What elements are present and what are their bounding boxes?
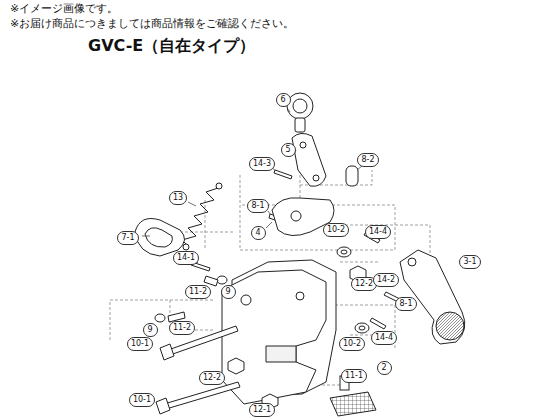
callout-number: 2 [377,361,392,375]
diagram-title: GVC-E（自在タイプ） [88,37,255,55]
callout-number: 8-1 [247,199,268,213]
callout-number: 14-4 [365,225,391,239]
callout-number: 14-1 [173,251,199,265]
parts [135,93,465,416]
callout-number: 10-2 [323,223,349,237]
callout-number: 8-2 [357,153,378,167]
callout-number: 14-4 [371,331,397,345]
callout-number: 8-1 [395,297,416,311]
callout-number: 9 [143,323,158,337]
callout-number: 7-1 [117,231,138,245]
callout-number: 10-2 [339,337,365,351]
callout-number: 9 [221,285,236,299]
callout-number: 10-1 [127,337,153,351]
callout-number: 11-2 [169,321,195,335]
callout-number: 14-3 [249,157,275,171]
callout-number: 14-2 [373,273,399,287]
callout-number: 6 [276,93,291,107]
callout-number: 11-2 [185,285,211,299]
callout-number: 3-1 [459,255,480,269]
callout-number: 10-1 [129,393,155,407]
callout-number: 13 [169,191,187,205]
callout-number: 11-1 [341,369,367,383]
leader-lines [142,108,362,264]
callout-number: 4 [251,226,266,240]
callout-number: 5 [281,143,296,157]
callout-number: 12-1 [249,403,275,417]
callout-number: 12-2 [199,371,225,385]
assembly-lines [110,130,430,385]
notice-text: ※お届け商品につきましては商品情報をご確認ください。 [10,17,294,30]
notice-text: ※イメージ画像です。 [10,2,118,15]
